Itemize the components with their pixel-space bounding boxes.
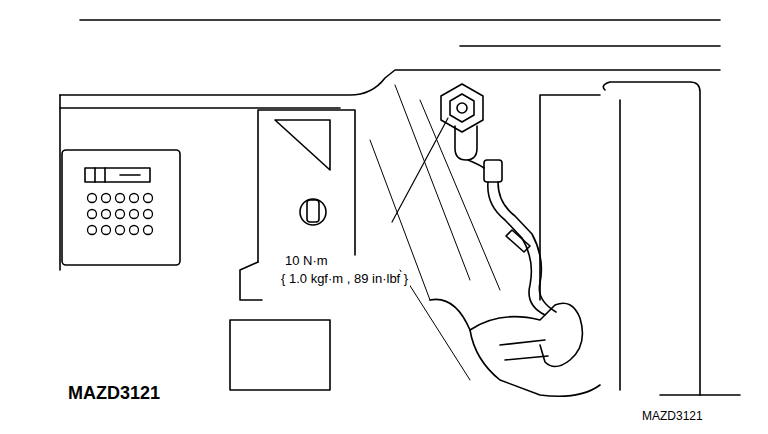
- torque-value-alt-units: { 1.0 kgf·m , 89 in·lbf }: [279, 272, 410, 287]
- figure-code: MAZD3121: [66, 383, 162, 404]
- torque-value: 10 N·m: [283, 254, 330, 269]
- figure-code: MAZD3121: [640, 410, 705, 424]
